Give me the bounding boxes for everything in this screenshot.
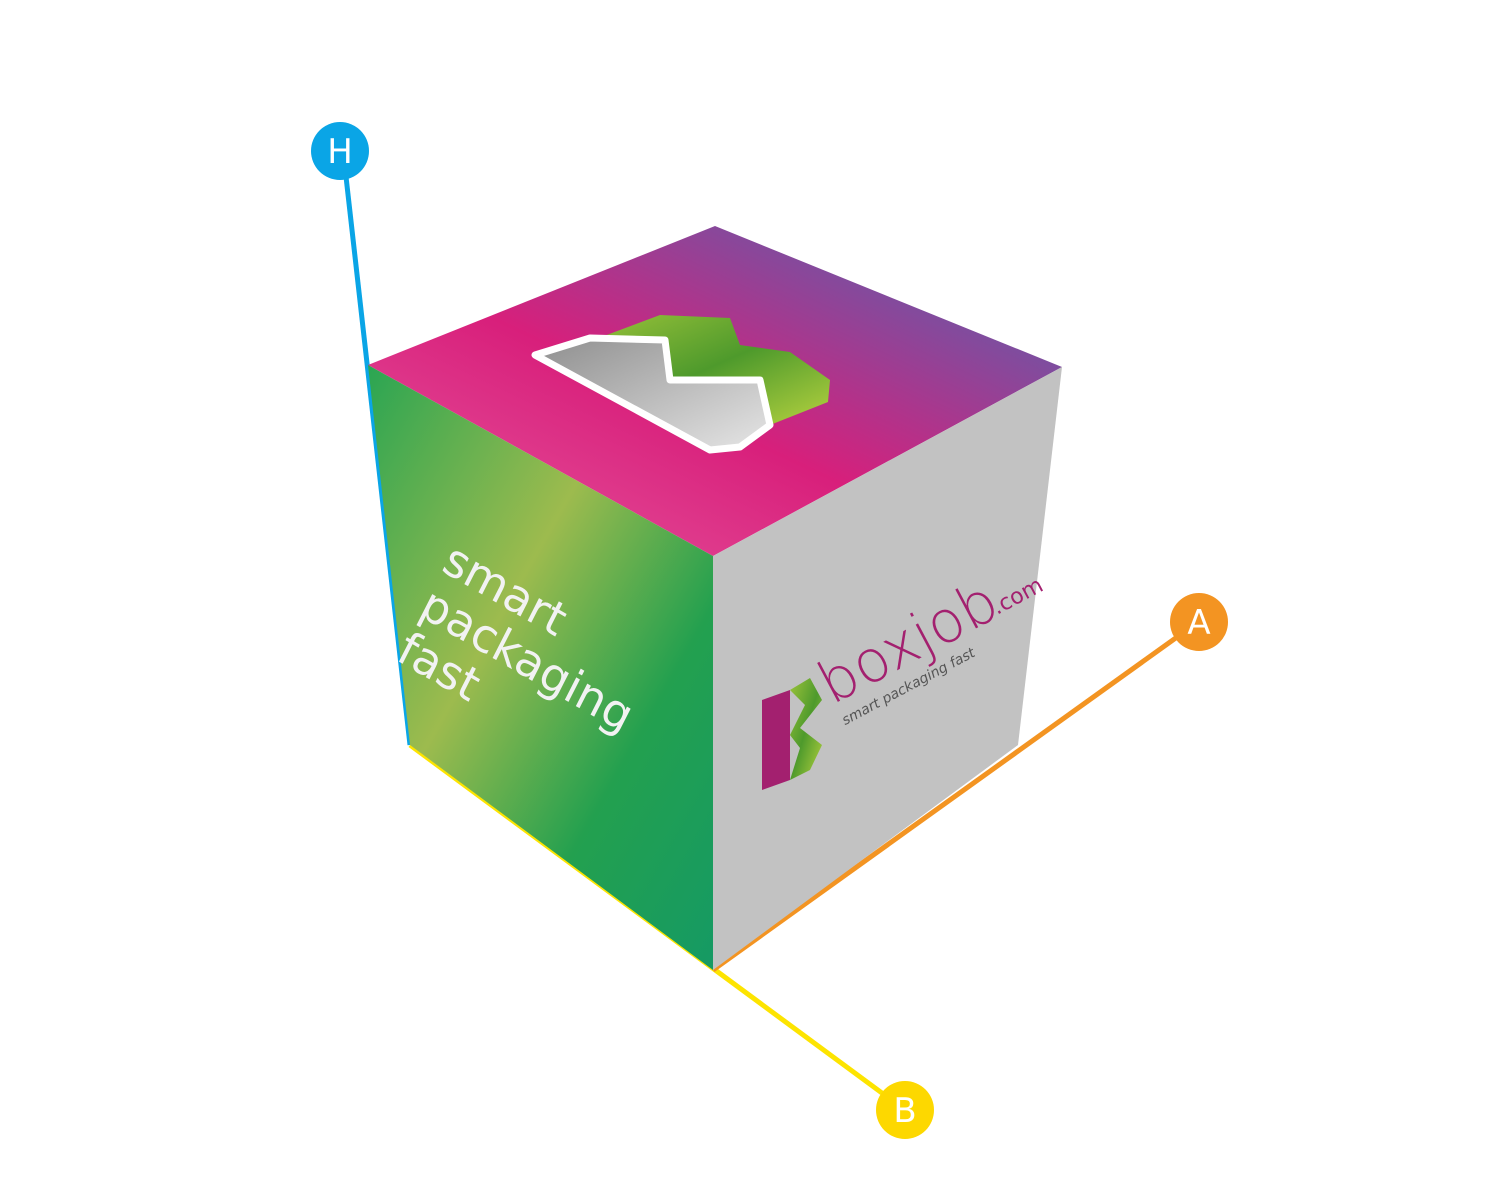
length-marker: A: [1170, 593, 1228, 651]
box-left-face: [368, 365, 713, 970]
height-label: H: [327, 132, 353, 172]
length-dimension-line: [711, 619, 1200, 973]
height-marker: H: [311, 122, 369, 180]
handle-cutout-icon: [531, 315, 830, 454]
width-marker: B: [876, 1081, 934, 1139]
box-right-face: [713, 367, 1062, 970]
length-label: A: [1187, 603, 1210, 643]
width-label: B: [893, 1091, 916, 1131]
boxjob-b-logo-icon: [762, 678, 822, 790]
height-dimension-line: [340, 149, 413, 746]
